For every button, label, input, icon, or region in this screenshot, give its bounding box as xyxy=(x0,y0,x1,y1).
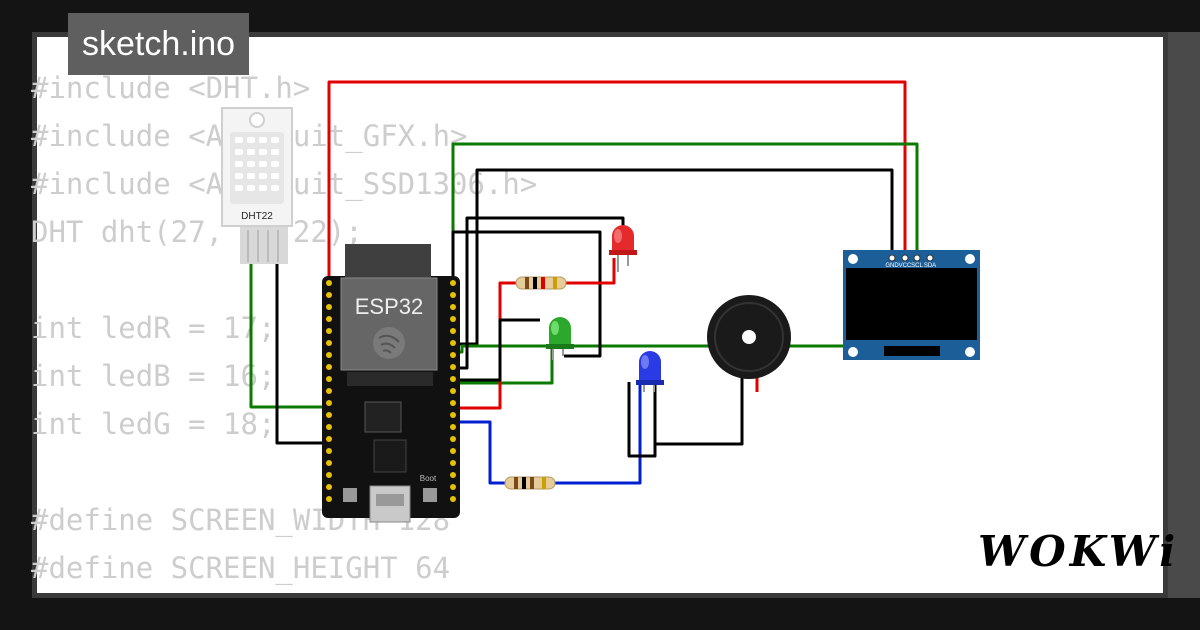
oled-display[interactable]: GND VCC SCL SDA xyxy=(843,250,980,360)
wire-black-loop xyxy=(451,230,602,372)
wire-green-scl xyxy=(451,142,919,290)
wire-black-led-blue xyxy=(627,382,657,458)
dht22-sensor[interactable]: DHT22 xyxy=(221,107,293,264)
resistor-red-led[interactable] xyxy=(515,276,567,290)
esp32-label: ESP32 xyxy=(355,294,424,319)
code-line: #include <DHT.h> xyxy=(31,71,311,105)
resistor-blue-led[interactable] xyxy=(504,476,556,490)
sketch-title-tab: sketch.ino xyxy=(68,13,250,75)
en-button[interactable] xyxy=(343,488,357,502)
oled-pin-label: SCL xyxy=(911,263,923,269)
esp32-regulator xyxy=(364,401,402,433)
dht-mount-hole xyxy=(249,112,265,128)
dht-vent-grid xyxy=(230,132,284,204)
oled-pin-label: VCC xyxy=(899,263,912,269)
esp32-pin-header-right xyxy=(450,280,456,502)
dht-label: DHT22 xyxy=(241,211,273,222)
wire-black-gnd xyxy=(453,168,894,346)
code-line: int ledB = 16; xyxy=(31,359,276,393)
wire-red-led-2 xyxy=(566,258,616,285)
wire-black-buzzer xyxy=(453,318,540,382)
code-line: int ledG = 18; xyxy=(31,407,276,441)
led-red[interactable] xyxy=(609,225,637,272)
led-green[interactable] xyxy=(546,317,574,360)
wire-black-dht xyxy=(275,230,329,445)
oled-pin-label: SDA xyxy=(924,263,936,269)
oled-pin-label: GND xyxy=(885,263,899,269)
right-strip xyxy=(1168,32,1200,598)
boot-label: Boot xyxy=(420,474,437,483)
wire-blue-led-2 xyxy=(555,382,642,485)
wokwi-logo: WOKWi xyxy=(978,527,1180,576)
code-line: #define SCREEN_HEIGHT 64 xyxy=(31,551,451,585)
boot-button[interactable] xyxy=(423,488,437,502)
wire-red-vcc xyxy=(327,80,907,283)
oled-screen xyxy=(846,268,977,340)
wire-blue-led xyxy=(453,420,505,485)
esp32-usb-chip xyxy=(373,439,407,473)
buzzer[interactable] xyxy=(707,295,791,379)
esp32-pin-header-left xyxy=(326,280,332,502)
led-blue[interactable] xyxy=(636,351,664,392)
esp32-board[interactable]: ESP32 Boot xyxy=(322,244,460,523)
wire-black-buzzer-2 xyxy=(655,378,744,446)
code-line: int ledR = 17; xyxy=(31,311,276,345)
